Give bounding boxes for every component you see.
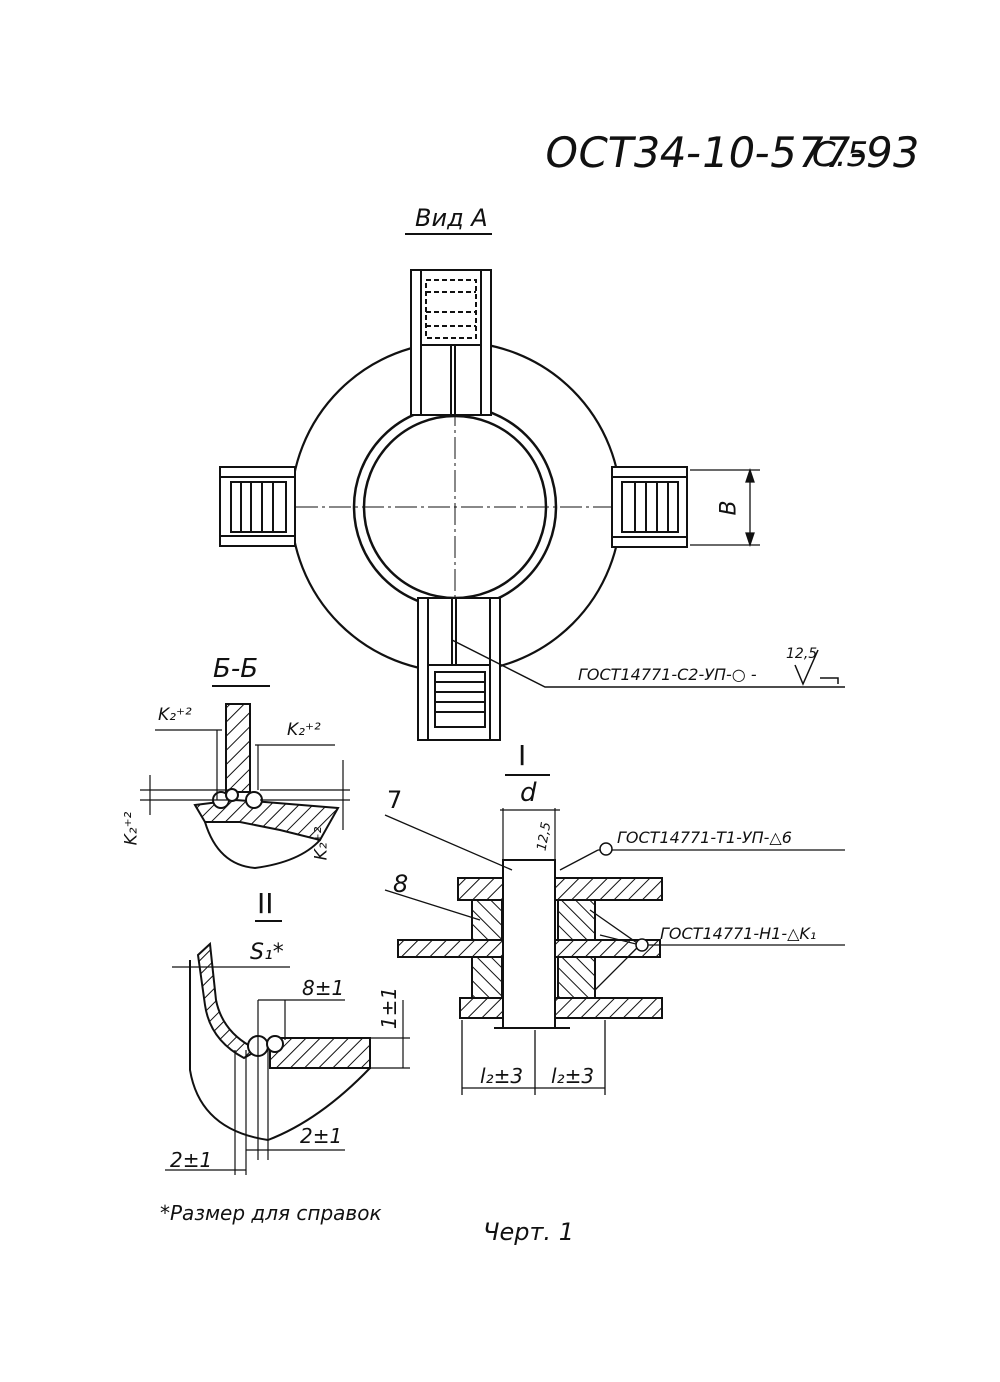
section-bb	[140, 685, 350, 870]
lug-top	[410, 269, 492, 416]
detail-1-pin	[502, 859, 556, 1029]
weld-note-view-a: ГОСТ14771-С2-УП-○ -	[578, 665, 757, 684]
dim-2b-label: 2±1	[170, 1148, 213, 1172]
lug-left	[219, 466, 296, 547]
k2-right: K₂⁺²	[311, 826, 332, 861]
d-label: d	[520, 778, 537, 808]
roughness-view-a: 12,5	[786, 646, 818, 662]
dim-8-label: 8±1	[302, 976, 345, 1000]
dim-2a-label: 2±1	[300, 1124, 343, 1148]
detail-2-base	[269, 1037, 371, 1069]
page-number: С.5	[812, 135, 869, 175]
detail-2	[165, 920, 410, 1175]
item-8-label: 8	[393, 870, 409, 898]
detail-1-bottom-plate	[459, 997, 663, 1019]
weld-leader-view-a	[451, 639, 845, 688]
detail-1	[384, 774, 845, 1095]
bb-vertical-plate	[225, 703, 251, 793]
lug-right	[611, 466, 688, 548]
detail-1-title: I	[518, 739, 527, 772]
detail-1-top-plate	[457, 877, 663, 901]
detail-2-title: II	[257, 887, 274, 920]
l2-left-label: l₂±3	[480, 1064, 524, 1088]
section-bb-title: Б-Б	[213, 654, 259, 684]
dim-1-label: 1±1	[377, 986, 402, 1030]
lug-bottom	[417, 597, 501, 741]
weld-t1-note: ГОСТ14771-Т1-УП-△6	[617, 828, 792, 847]
k2-top-left: K₂⁺²	[158, 705, 192, 725]
dimension-b-label: В	[716, 500, 742, 516]
k2-top-right: K₂⁺²	[287, 720, 321, 740]
weld-h1-note: ГОСТ14771-Н1-△K₁	[660, 924, 817, 943]
view-a-title: Вид А	[415, 204, 488, 232]
view-a	[219, 233, 845, 741]
k2-left: K₂⁺²	[121, 811, 142, 846]
dimension-b	[690, 467, 760, 548]
drawing-caption: Черт. 1	[483, 1218, 574, 1246]
s1-label: S₁*	[250, 940, 284, 965]
item-7-label: 7	[387, 786, 403, 814]
footnote: *Размер для справок	[160, 1201, 382, 1225]
l2-right-label: l₂±3	[551, 1064, 595, 1088]
